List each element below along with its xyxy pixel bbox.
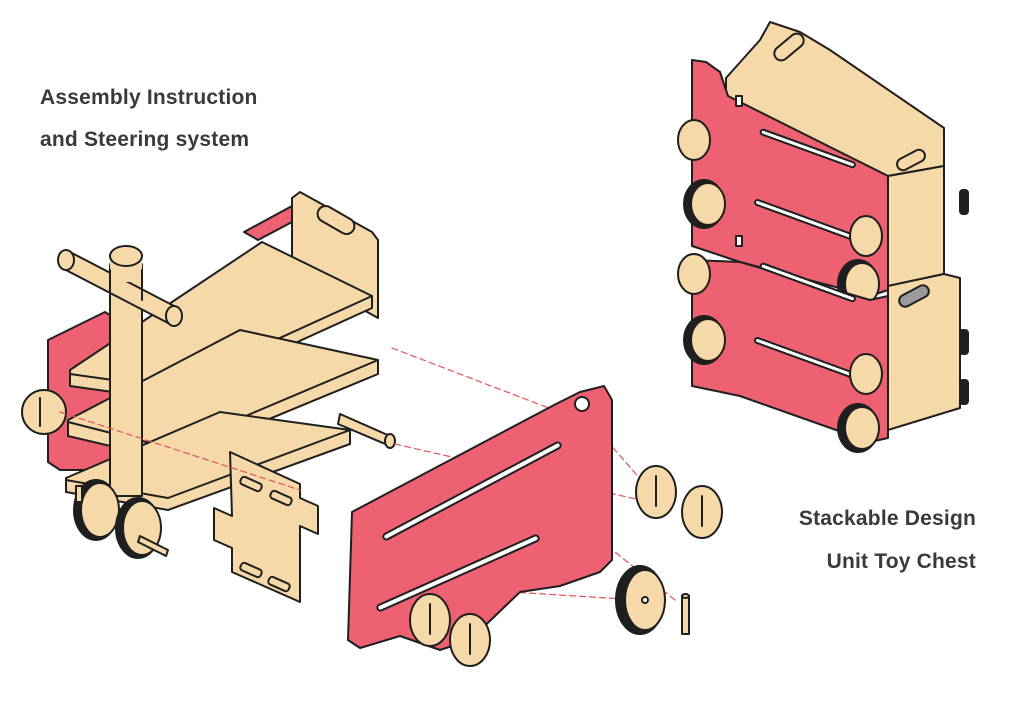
front-side-panel — [347, 385, 613, 651]
front-axle — [137, 535, 169, 557]
upper-wheel-1 — [683, 179, 726, 229]
wheel-large — [615, 565, 666, 635]
axle-pin-loose — [681, 593, 690, 635]
upper-disc-1 — [677, 119, 711, 161]
caption-assembly-instruction: Assembly Instruction — [40, 86, 258, 109]
back-board-handle — [316, 205, 356, 235]
caption-unit-toy-chest: Unit Toy Chest — [826, 550, 976, 573]
caption-steering-system: and Steering system — [40, 128, 250, 151]
lower-disc-2 — [849, 353, 883, 395]
stacked-chest-units — [677, 21, 969, 453]
wheel-disc-panel-1 — [409, 593, 451, 647]
divider-panel — [213, 451, 319, 603]
lower-disc-1 — [677, 253, 711, 295]
upper-disc-2 — [849, 215, 883, 257]
wheel-disc-upper-1 — [635, 465, 677, 519]
rear-wheel-left — [21, 389, 67, 435]
wheel-disc-panel-2 — [449, 613, 491, 667]
upper-unit-inner — [887, 165, 945, 287]
lower-wheel-2 — [837, 403, 880, 453]
caption-stackable-design: Stackable Design — [798, 507, 976, 530]
wheel-disc-upper-2 — [681, 485, 723, 539]
ride-on-toy-assembly — [21, 191, 723, 667]
front-wheel-left — [73, 479, 120, 541]
back-board-red-edge — [243, 205, 293, 241]
lower-wheel-1 — [683, 315, 726, 365]
